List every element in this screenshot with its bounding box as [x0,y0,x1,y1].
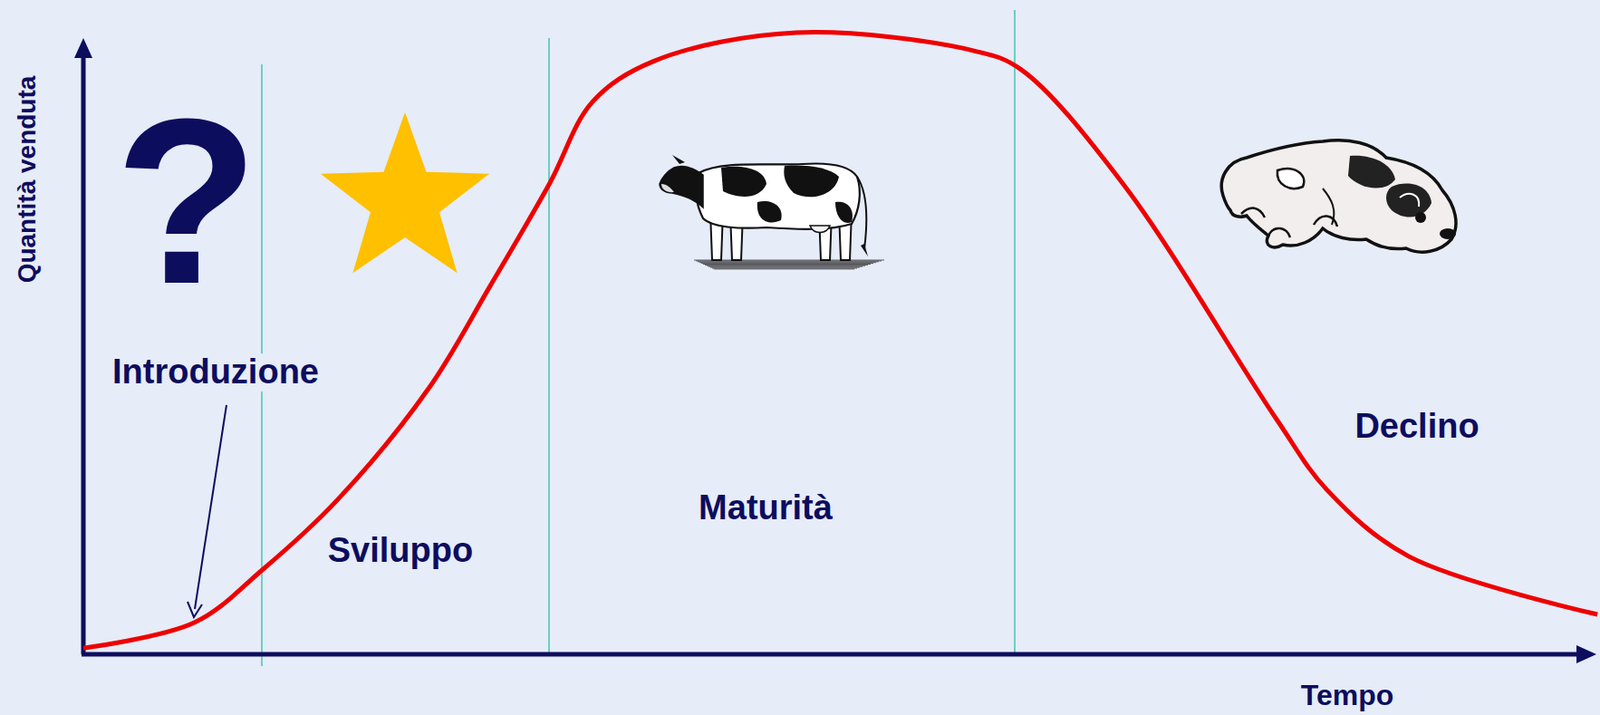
dog-icon [1221,140,1456,252]
phase-separator [548,38,550,655]
cow-icon [659,154,885,270]
sales-curve [83,32,1598,649]
phase-label: Maturità [694,489,837,528]
phase-separator [1013,9,1015,655]
leader-arrowhead [187,601,203,617]
question-mark-symbol: ? [111,83,263,319]
phase-label: Declino [1350,407,1483,446]
leader-line [194,404,227,609]
axis-title: Tempo [1297,679,1398,712]
axis-title: Quantità venduta [13,72,42,288]
x-axis-arrowhead [1576,645,1597,664]
star-icon [320,112,490,273]
y-axis-arrowhead [74,38,93,58]
x-axis [81,652,1579,657]
y-axis [81,54,87,655]
phase-label: Sviluppo [324,531,477,570]
phase-label: Introduzione [108,353,323,392]
